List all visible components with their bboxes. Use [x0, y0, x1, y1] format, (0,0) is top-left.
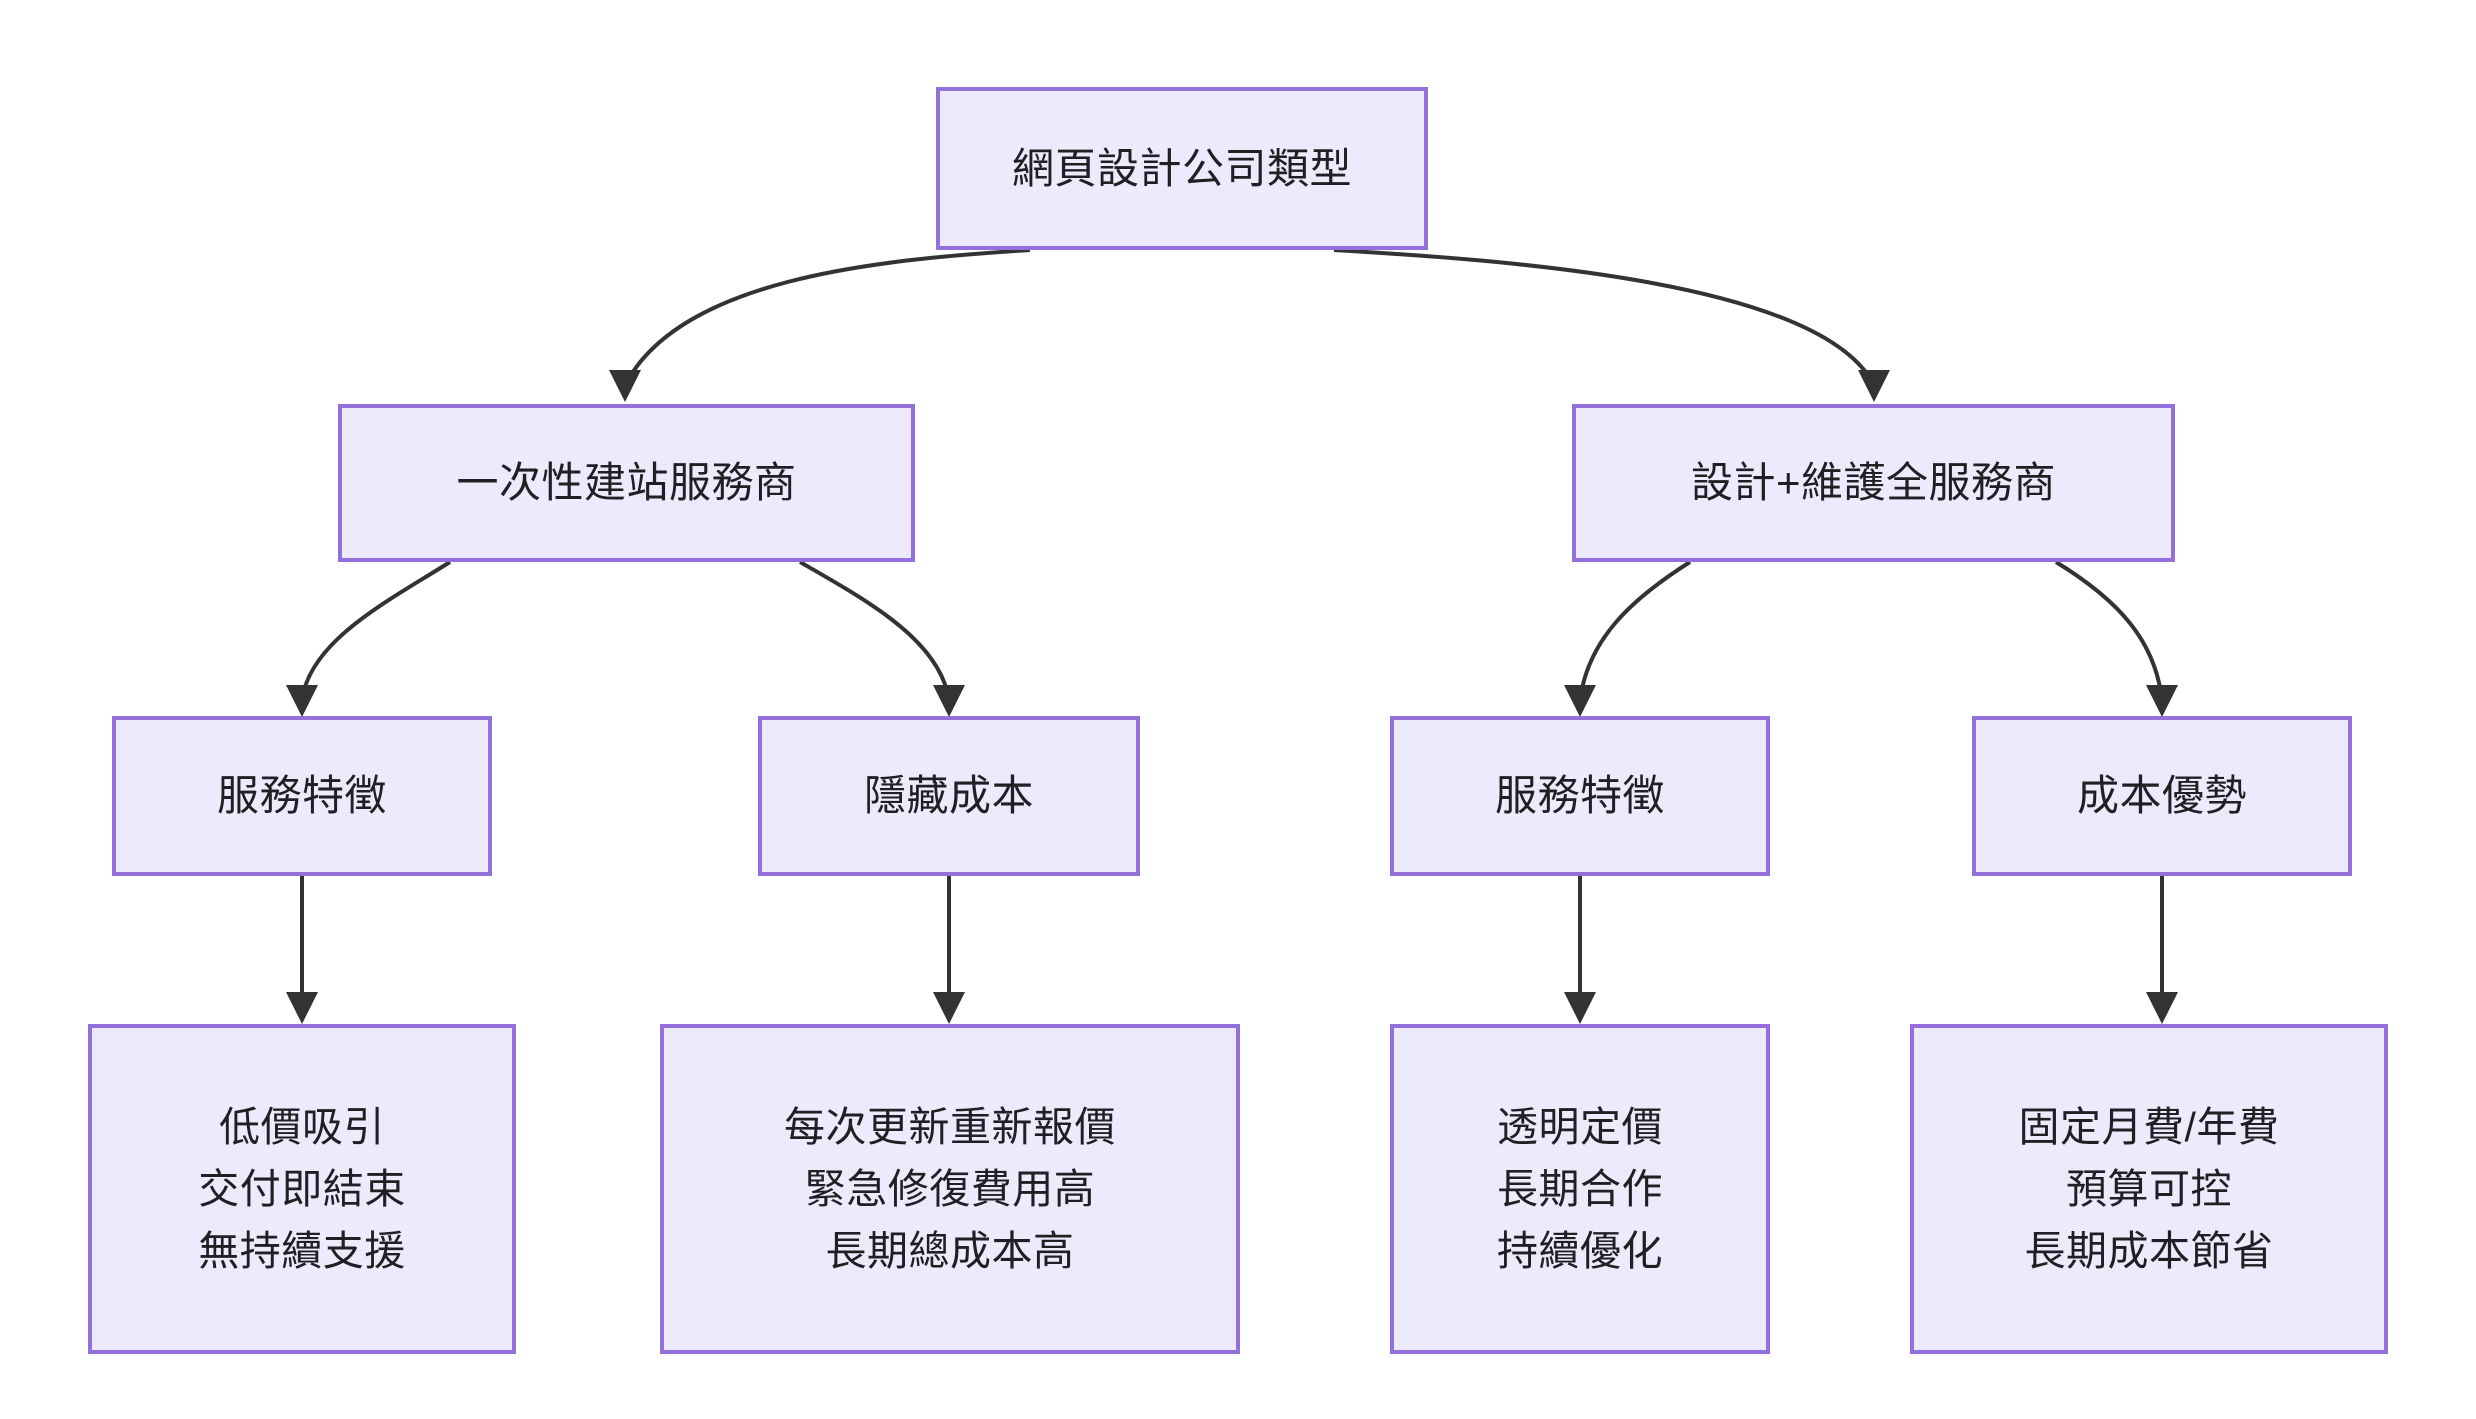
node-leaf-one-time-features-line-1: 低價吸引 — [219, 1103, 385, 1150]
node-leaf-full-service-features[interactable]: 透明定價 長期合作 持續優化 — [1390, 1024, 1770, 1354]
node-hidden-cost[interactable]: 隱藏成本 — [758, 716, 1140, 876]
edge-hidden-cost-to-leaf-b — [933, 876, 965, 1024]
node-leaf-full-service-features-line-2: 長期合作 — [1497, 1165, 1663, 1212]
node-leaf-hidden-costs-line-2: 緊急修復費用高 — [804, 1165, 1096, 1212]
node-leaf-full-service-features-line-1: 透明定價 — [1497, 1103, 1663, 1150]
edge-branch-left-to-service-features — [286, 560, 452, 717]
node-leaf-hidden-costs-line-1: 每次更新重新報價 — [784, 1103, 1116, 1150]
node-cost-advantage[interactable]: 成本優勢 — [1972, 716, 2352, 876]
node-leaf-one-time-features[interactable]: 低價吸引 交付即結束 無持續支援 — [88, 1024, 516, 1354]
node-hidden-cost-line-1: 隱藏成本 — [863, 772, 1034, 820]
node-service-features-right[interactable]: 服務特徵 — [1390, 716, 1770, 876]
node-one-time-build-provider[interactable]: 一次性建站服務商 — [338, 404, 915, 562]
edge-branch-right-to-service-features — [1564, 560, 1692, 717]
node-one-time-build-provider-line-1: 一次性建站服務商 — [456, 459, 797, 507]
edge-service-features-right-to-leaf-c — [1564, 876, 1596, 1024]
edge-branch-left-to-hidden-cost — [799, 560, 965, 717]
node-leaf-cost-advantages-line-3: 長期成本節省 — [2024, 1228, 2274, 1275]
node-leaf-hidden-costs-line-3: 長期總成本高 — [825, 1228, 1075, 1275]
node-leaf-one-time-features-line-2: 交付即結束 — [198, 1165, 406, 1212]
edge-service-features-to-leaf-a — [286, 876, 318, 1024]
node-root-line-1: 網頁設計公司類型 — [1011, 144, 1352, 192]
edge-root-to-branch-left — [609, 248, 1031, 402]
node-service-features-left[interactable]: 服務特徵 — [112, 716, 492, 876]
node-service-features-right-line-1: 服務特徵 — [1494, 772, 1665, 820]
node-leaf-full-service-features-line-3: 持續優化 — [1497, 1228, 1663, 1275]
node-leaf-cost-advantages[interactable]: 固定月費/年費 預算可控 長期成本節省 — [1910, 1024, 2388, 1354]
node-cost-advantage-line-1: 成本優勢 — [2076, 772, 2247, 820]
node-design-maintenance-provider[interactable]: 設計+維護全服務商 — [1572, 404, 2175, 562]
node-leaf-cost-advantages-line-1: 固定月費/年費 — [2018, 1103, 2280, 1150]
node-leaf-one-time-features-line-3: 無持續支援 — [198, 1228, 406, 1275]
edge-branch-right-to-cost-advantage — [2054, 560, 2178, 717]
node-service-features-left-line-1: 服務特徵 — [216, 772, 387, 820]
edge-cost-advantage-to-leaf-d — [2146, 876, 2178, 1024]
edge-root-to-branch-right — [1333, 248, 1890, 402]
node-design-maintenance-provider-line-1: 設計+維護全服務商 — [1690, 459, 2057, 507]
node-leaf-cost-advantages-line-2: 預算可控 — [2066, 1165, 2232, 1212]
node-leaf-hidden-costs[interactable]: 每次更新重新報價 緊急修復費用高 長期總成本高 — [660, 1024, 1240, 1354]
node-root[interactable]: 網頁設計公司類型 — [936, 87, 1428, 250]
